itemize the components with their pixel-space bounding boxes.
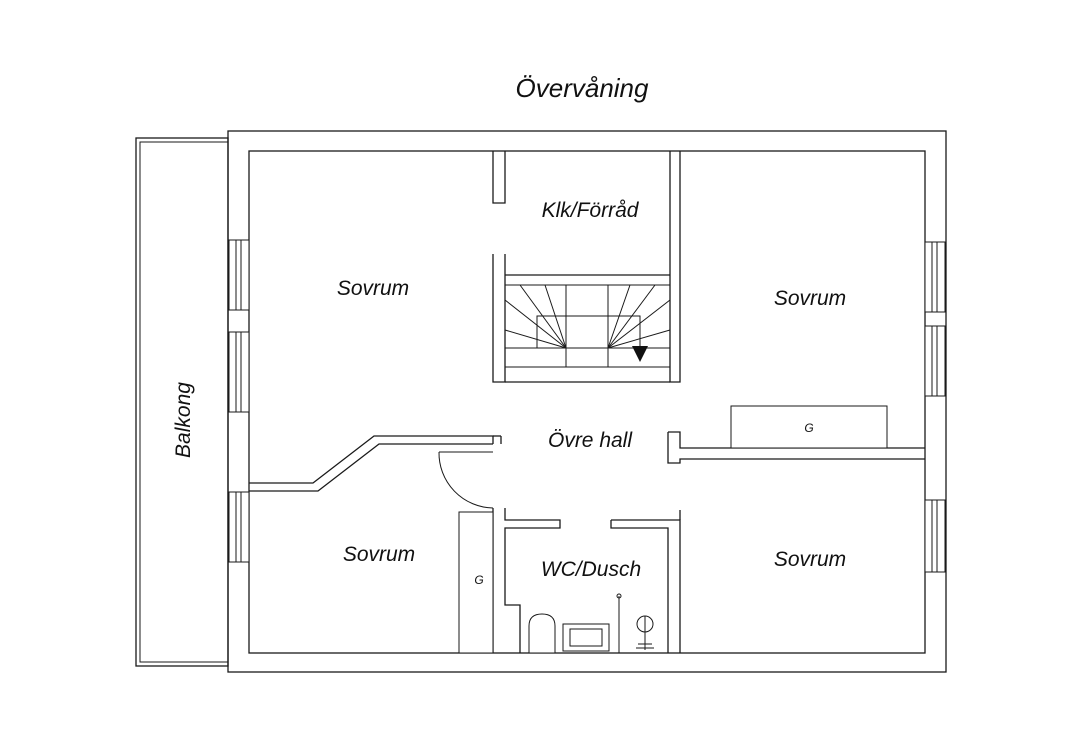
floor-title: Övervåning <box>516 73 649 103</box>
staircase <box>504 284 671 368</box>
label-klk-forrad: Klk/Förråd <box>542 199 640 222</box>
windows <box>228 239 946 573</box>
stair-direction-arrow <box>632 346 648 362</box>
label-wc-dusch: WC/Dusch <box>541 558 641 581</box>
closet-mark-east: G <box>804 421 813 435</box>
label-sovrum-northeast: Sovrum <box>774 287 846 310</box>
label-sovrum-southwest: Sovrum <box>343 543 415 566</box>
hall-door <box>438 451 494 509</box>
closets <box>458 405 888 654</box>
label-sovrum-northwest: Sovrum <box>337 277 409 300</box>
label-ovre-hall: Övre hall <box>548 429 633 452</box>
bathroom-fixtures <box>528 593 654 654</box>
label-balkong: Balkong <box>172 382 195 458</box>
closet-mark-west: G <box>474 573 483 587</box>
label-sovrum-southeast: Sovrum <box>774 548 846 571</box>
